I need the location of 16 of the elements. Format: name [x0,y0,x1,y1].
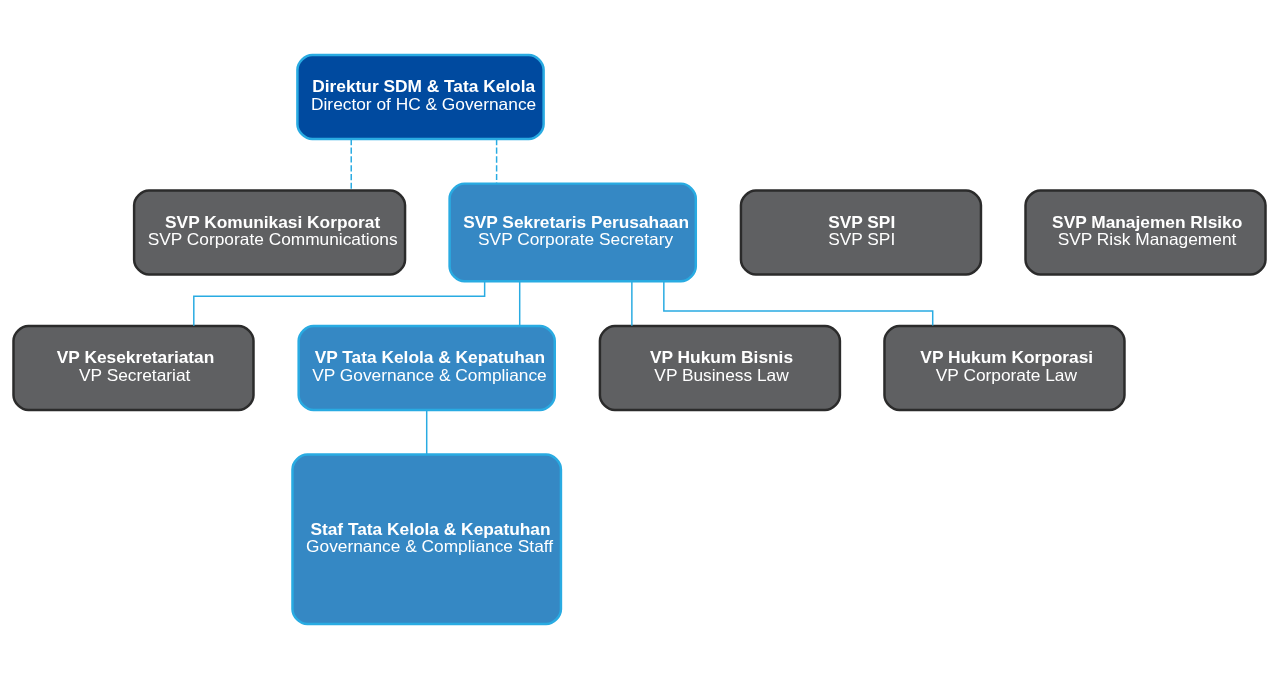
connector [495,138,498,184]
node-box: SVP Komunikasi Korporat SVP Corporate Communications [132,189,407,276]
connector [518,280,521,327]
connector [350,138,352,192]
node-box: Direktur SDM & Tata Kelola Director of HC & Governance [296,53,545,141]
node-box: VP Hukum Bisnis VP Business Law [598,324,842,412]
node-box: SVP Sekretaris Perusahaan SVP Corporate Secretary [448,182,698,283]
node-box: SVP Manajemen RIsiko SVP Risk Management [1024,189,1267,276]
node-box: Staf Tata Kelola & Kepatuhan Governance & Compliance Staff [291,453,563,626]
node-box: VP Tata Kelola & Kepatuhan VP Governance & Compliance [297,324,556,412]
node-box: VP Hukum Korporasi VP Corporate Law [883,324,1126,412]
node-box: SVP SPI SVP SPI [739,189,983,276]
connector [425,409,428,455]
connector [193,280,486,327]
connector [631,280,633,327]
node-box: VP Kesekretariatan VP Secretariat [12,324,255,412]
